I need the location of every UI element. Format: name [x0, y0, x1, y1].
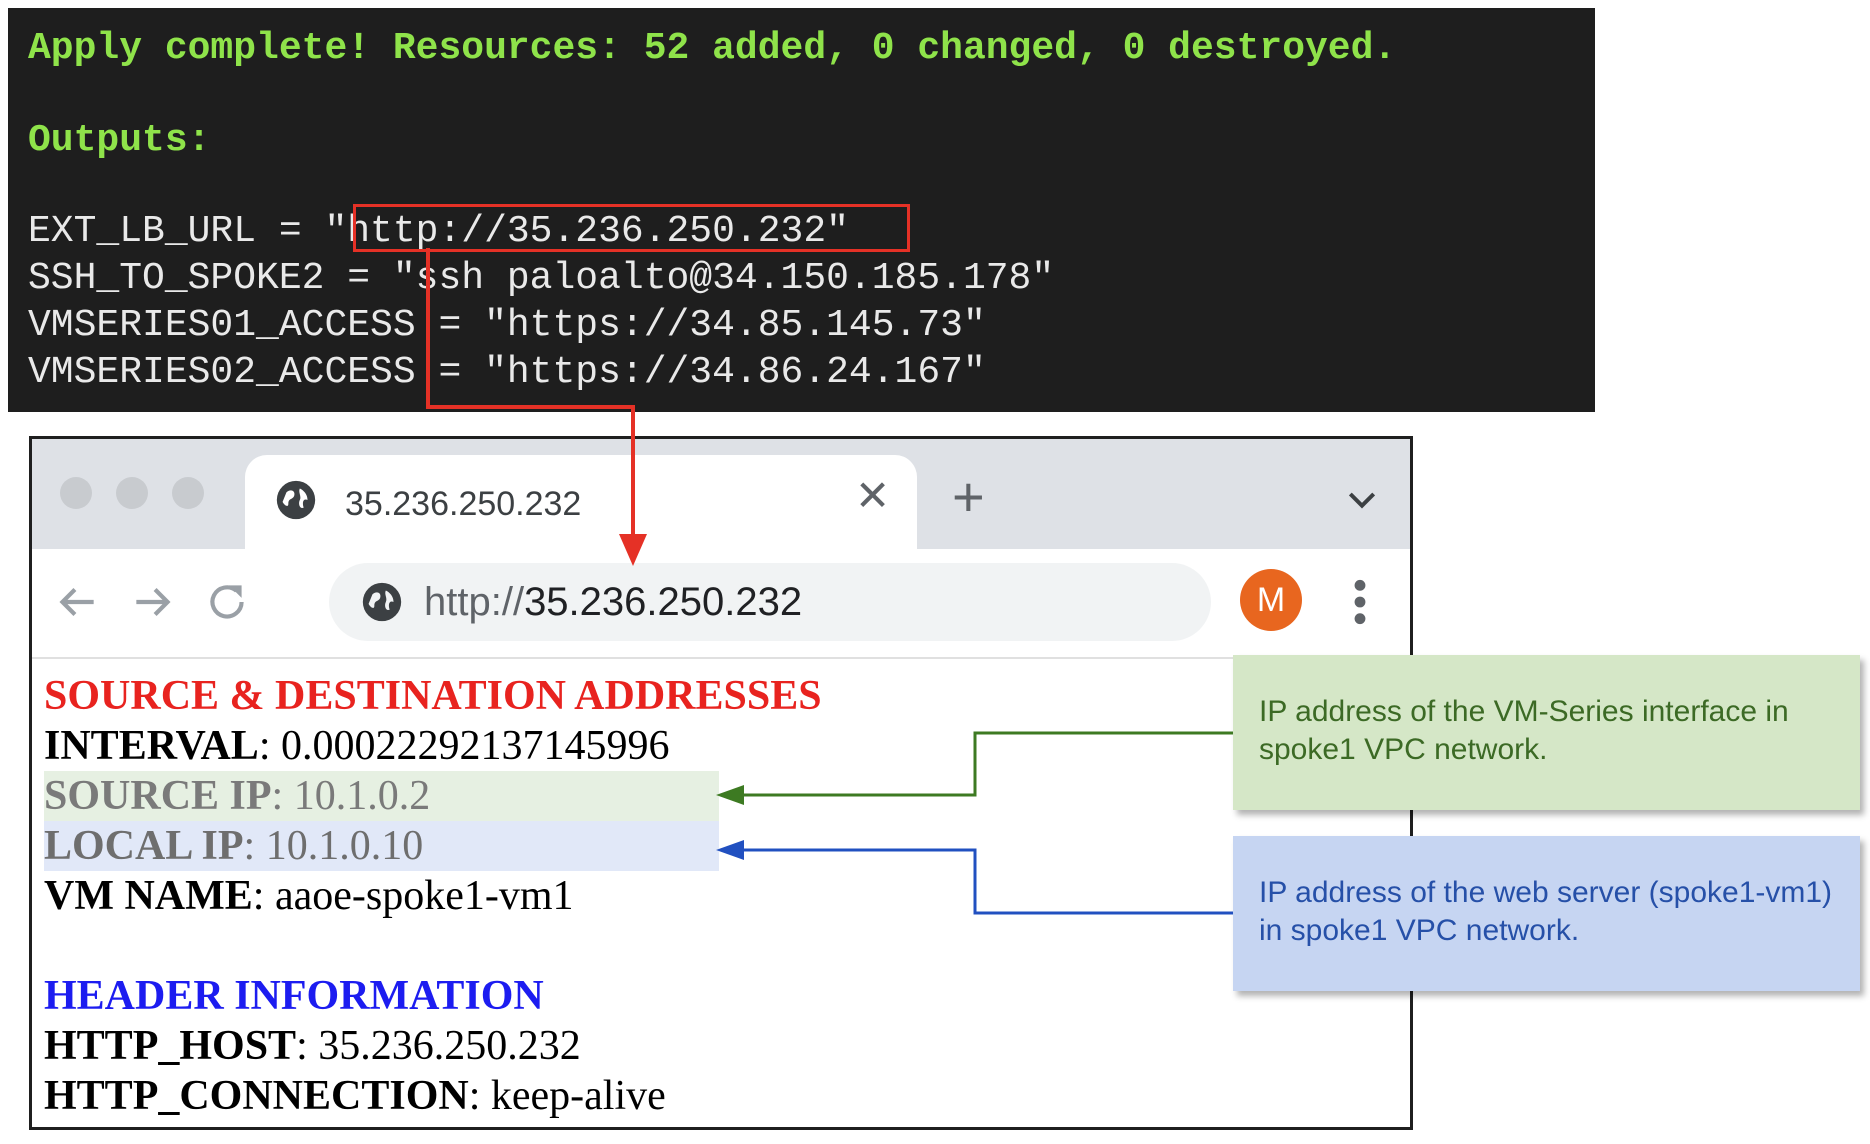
source-ip-label: SOURCE IP: [44, 773, 272, 819]
new-tab-plus-icon[interactable]: +: [952, 465, 985, 528]
output-vmseries01-access: VMSERIES01_ACCESS = "https://34.85.145.7…: [28, 304, 986, 347]
output-vmseries02-access: VMSERIES02_ACCESS = "https://34.86.24.16…: [28, 351, 986, 394]
address-bar-url: http://35.236.250.232: [424, 580, 802, 625]
output-ext-lb-url: EXT_LB_URL = "http://35.236.250.232": [28, 210, 849, 253]
globe-icon: [362, 582, 402, 622]
browser-window: 35.236.250.232 ✕ + http://35.236.250.232: [29, 436, 1413, 1130]
callout-vmseries-interface: IP address of the VM-Series interface in…: [1233, 655, 1860, 810]
source-ip-row: SOURCE IP: 10.1.0.2: [44, 771, 719, 821]
http-connection-value: : keep-alive: [468, 1073, 666, 1119]
local-ip-value: : 10.1.0.10: [243, 823, 424, 869]
terminal-window: Apply complete! Resources: 52 added, 0 c…: [8, 8, 1595, 412]
section-title-addresses: SOURCE & DESTINATION ADDRESSES: [44, 673, 822, 719]
http-host-row: HTTP_HOST: 35.236.250.232: [44, 1021, 581, 1071]
outputs-label: Outputs:: [28, 119, 211, 162]
http-host-value: : 35.236.250.232: [296, 1023, 581, 1069]
globe-icon: [276, 480, 316, 520]
url-highlight-box: [353, 204, 910, 252]
browser-tab[interactable]: 35.236.250.232 ✕: [245, 455, 917, 555]
tab-title: 35.236.250.232: [345, 485, 582, 523]
http-connection-row: HTTP_CONNECTION: keep-alive: [44, 1071, 666, 1121]
local-ip-label: LOCAL IP: [44, 823, 244, 869]
back-arrow-icon[interactable]: [52, 577, 102, 627]
callout-web-server: IP address of the web server (spoke1-vm1…: [1233, 836, 1860, 991]
address-bar[interactable]: http://35.236.250.232: [329, 563, 1211, 641]
vm-name-value: : aaoe-spoke1-vm1: [252, 873, 574, 919]
window-zoom-dot[interactable]: [172, 477, 204, 509]
browser-toolbar: http://35.236.250.232 M: [32, 549, 1410, 659]
url-host: 35.236.250.232: [524, 580, 803, 624]
interval-label: INTERVAL: [44, 723, 259, 769]
tab-strip: 35.236.250.232 ✕ +: [32, 439, 1410, 555]
window-close-dot[interactable]: [60, 477, 92, 509]
apply-complete-line: Apply complete! Resources: 52 added, 0 c…: [28, 27, 1397, 70]
forward-arrow-icon[interactable]: [128, 577, 178, 627]
page-content: SOURCE & DESTINATION ADDRESSES INTERVAL:…: [32, 659, 1410, 1127]
source-ip-value: : 10.1.0.2: [271, 773, 431, 819]
chevron-down-icon[interactable]: [1342, 479, 1382, 519]
output-ssh-to-spoke2: SSH_TO_SPOKE2 = "ssh paloalto@34.150.185…: [28, 257, 1055, 300]
close-icon[interactable]: ✕: [855, 472, 891, 519]
vm-name-label: VM NAME: [44, 873, 253, 919]
profile-avatar[interactable]: M: [1240, 569, 1302, 631]
window-minimize-dot[interactable]: [116, 477, 148, 509]
local-ip-row: LOCAL IP: 10.1.0.10: [44, 821, 719, 871]
interval-value: : 0.00022292137145996: [258, 723, 670, 769]
url-scheme: http://: [424, 580, 525, 624]
section-title-header: HEADER INFORMATION: [44, 973, 544, 1019]
http-connection-label: HTTP_CONNECTION: [44, 1073, 469, 1119]
reload-icon[interactable]: [202, 577, 252, 627]
interval-row: INTERVAL: 0.00022292137145996: [44, 721, 670, 771]
vm-name-row: VM NAME: aaoe-spoke1-vm1: [44, 871, 574, 921]
http-host-label: HTTP_HOST: [44, 1023, 297, 1069]
more-menu-icon[interactable]: [1350, 577, 1370, 627]
